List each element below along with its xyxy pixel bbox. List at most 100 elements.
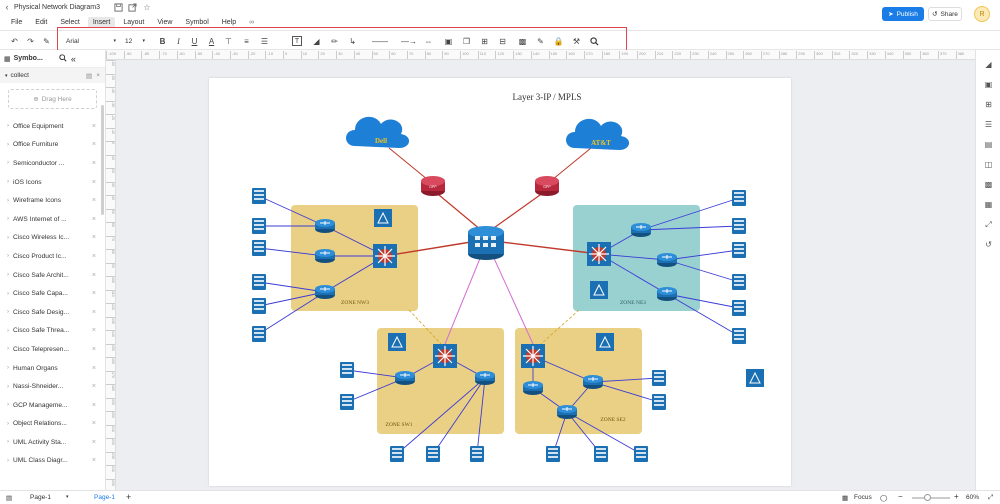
close-icon[interactable]: × — [91, 327, 96, 335]
close-icon[interactable]: × — [91, 401, 96, 409]
library-item[interactable]: ›iOS Icons× — [0, 173, 105, 192]
library-item[interactable]: ›Cisco Telepresen...× — [0, 340, 105, 359]
zoom-in-button[interactable]: + — [954, 492, 959, 501]
grid-icon[interactable]: ⊞ — [985, 100, 992, 109]
collect-section[interactable]: ▾ collect ▤ × — [0, 68, 105, 83]
library-item[interactable]: ›Office Equipment× — [0, 117, 105, 136]
library-item[interactable]: ›Cisco Wireless Ic...× — [0, 229, 105, 248]
menu-insert[interactable]: Insert — [87, 16, 116, 28]
search-icon[interactable] — [59, 53, 67, 64]
library-item[interactable]: ›Cisco Safe Desig...× — [0, 303, 105, 322]
fit-icon[interactable]: ◯ — [880, 495, 888, 502]
table-icon[interactable]: ▦ — [984, 200, 993, 209]
close-icon[interactable]: × — [91, 197, 96, 205]
drag-here-dropzone[interactable]: ⊕ Drag Here — [8, 89, 97, 109]
library-item[interactable]: ›GCP Manageme...× — [0, 396, 105, 415]
library-item[interactable]: ›Cisco Safe Threa...× — [0, 322, 105, 341]
text-tool-button[interactable]: T — [292, 36, 302, 46]
save-icon[interactable] — [112, 1, 126, 13]
undo-icon[interactable]: ↶ — [11, 36, 18, 46]
library-item[interactable]: ›Human Organs× — [0, 359, 105, 378]
close-icon[interactable]: × — [91, 271, 96, 279]
fill-style-icon[interactable]: ◢ — [985, 60, 992, 69]
close-icon[interactable]: × — [91, 234, 96, 242]
font-size-select[interactable]: 12 ▾ — [123, 35, 147, 47]
library-item[interactable]: ›Object Relations...× — [0, 415, 105, 434]
italic-button[interactable]: I — [177, 36, 180, 46]
line-weight-icon[interactable]: ⇔ — [424, 36, 433, 46]
menu-file[interactable]: File — [11, 18, 23, 26]
menu-select[interactable]: Select — [60, 18, 80, 26]
close-icon[interactable]: × — [91, 159, 96, 167]
collapse-panel-icon[interactable]: « — [70, 53, 76, 64]
panel-scrollbar[interactable] — [101, 105, 104, 215]
chevron-down-icon[interactable]: ▾ — [66, 494, 69, 500]
menu-symbol[interactable]: Symbol — [185, 18, 209, 26]
canvas-area[interactable]: Layer 3-IP / MPLS Dell AT&T GPP GPP — [116, 60, 975, 490]
library-item[interactable]: ›Office Furniture× — [0, 136, 105, 155]
tools-icon[interactable]: ⚒ — [572, 36, 581, 46]
network-diagram[interactable]: Layer 3-IP / MPLS Dell AT&T GPP GPP — [209, 78, 791, 486]
font-color-button[interactable]: A — [208, 36, 215, 46]
format-painter-icon[interactable]: ✎ — [43, 36, 50, 46]
symbol-panel-title[interactable]: Symbo... — [13, 55, 43, 62]
close-icon[interactable]: × — [91, 178, 96, 186]
redo-icon[interactable]: ↷ — [27, 36, 34, 46]
group-icon[interactable]: ▩ — [518, 36, 527, 46]
image-icon[interactable]: ▤ — [984, 140, 993, 149]
zoom-slider-thumb[interactable] — [924, 494, 931, 501]
close-icon[interactable]: × — [91, 308, 96, 316]
expand-icon[interactable]: ⤢ — [985, 219, 992, 229]
search-icon[interactable] — [588, 34, 601, 48]
clear-format-icon[interactable]: ⊤ — [225, 36, 232, 46]
focus-icon[interactable]: ▦ — [842, 495, 849, 502]
library-item[interactable]: ›Wireframe Icons× — [0, 191, 105, 210]
zoom-slider-track[interactable] — [912, 497, 950, 499]
database-icon[interactable]: ◫ — [984, 160, 993, 169]
close-icon[interactable]: × — [91, 420, 96, 428]
close-icon[interactable]: × — [91, 383, 96, 391]
close-icon[interactable]: × — [91, 364, 96, 372]
menu-view[interactable]: View — [157, 18, 173, 26]
library-item[interactable]: ›Cisco Safe Archit...× — [0, 266, 105, 285]
close-icon[interactable]: × — [91, 345, 96, 353]
page-tab-1[interactable]: Page-1 — [94, 494, 115, 501]
add-page-button[interactable]: + — [126, 492, 132, 502]
fill-icon[interactable]: ◢ — [313, 36, 320, 46]
close-icon[interactable]: × — [91, 457, 96, 465]
back-icon[interactable]: ‹ — [5, 2, 9, 12]
close-icon[interactable]: × — [91, 215, 96, 223]
export-icon[interactable]: ▤ — [86, 72, 93, 80]
library-item[interactable]: ›Cisco Safe Capa...× — [0, 284, 105, 303]
close-icon[interactable]: × — [91, 438, 96, 446]
diagram-page[interactable]: Layer 3-IP / MPLS Dell AT&T GPP GPP — [209, 78, 791, 486]
menu-help[interactable]: Help — [221, 18, 237, 26]
page-select[interactable]: Page-1 — [30, 494, 51, 501]
line-color-icon[interactable]: ✏ — [331, 36, 338, 46]
font-family-select[interactable]: Arial ▾ — [64, 35, 118, 47]
close-icon[interactable]: × — [91, 141, 96, 149]
close-icon[interactable]: × — [96, 72, 100, 79]
user-avatar[interactable]: R — [974, 6, 990, 22]
connector-icon[interactable]: ↳ — [349, 36, 356, 46]
align-icon[interactable]: ≡ — [244, 36, 249, 46]
history-icon[interactable]: ↺ — [985, 240, 992, 249]
page-layout-icon[interactable]: ▤ — [6, 495, 13, 502]
page-setup-icon[interactable]: ▣ — [984, 80, 993, 89]
line-style-icon[interactable]: —— — [372, 36, 388, 46]
close-icon[interactable]: × — [91, 122, 96, 130]
list-icon[interactable]: ☰ — [260, 36, 269, 46]
menu-layout[interactable]: Layout — [123, 18, 145, 26]
align-objects-icon[interactable]: ⊞ — [481, 36, 488, 46]
publish-button[interactable]: ➤ Publish — [882, 7, 924, 21]
document-title[interactable]: Physical Network Diagram3 — [14, 3, 100, 11]
close-icon[interactable]: × — [91, 252, 96, 260]
library-item[interactable]: ›Semiconductor ...× — [0, 154, 105, 173]
bold-button[interactable]: B — [159, 36, 166, 46]
focus-label[interactable]: Focus — [854, 494, 872, 501]
duplicate-icon[interactable]: ❐ — [462, 36, 471, 46]
lock-icon[interactable]: 🔒 — [553, 36, 564, 46]
fullscreen-icon[interactable]: ⤢ — [988, 494, 994, 501]
zoom-level[interactable]: 60% — [966, 494, 980, 501]
distribute-icon[interactable]: ⊟ — [499, 36, 506, 46]
